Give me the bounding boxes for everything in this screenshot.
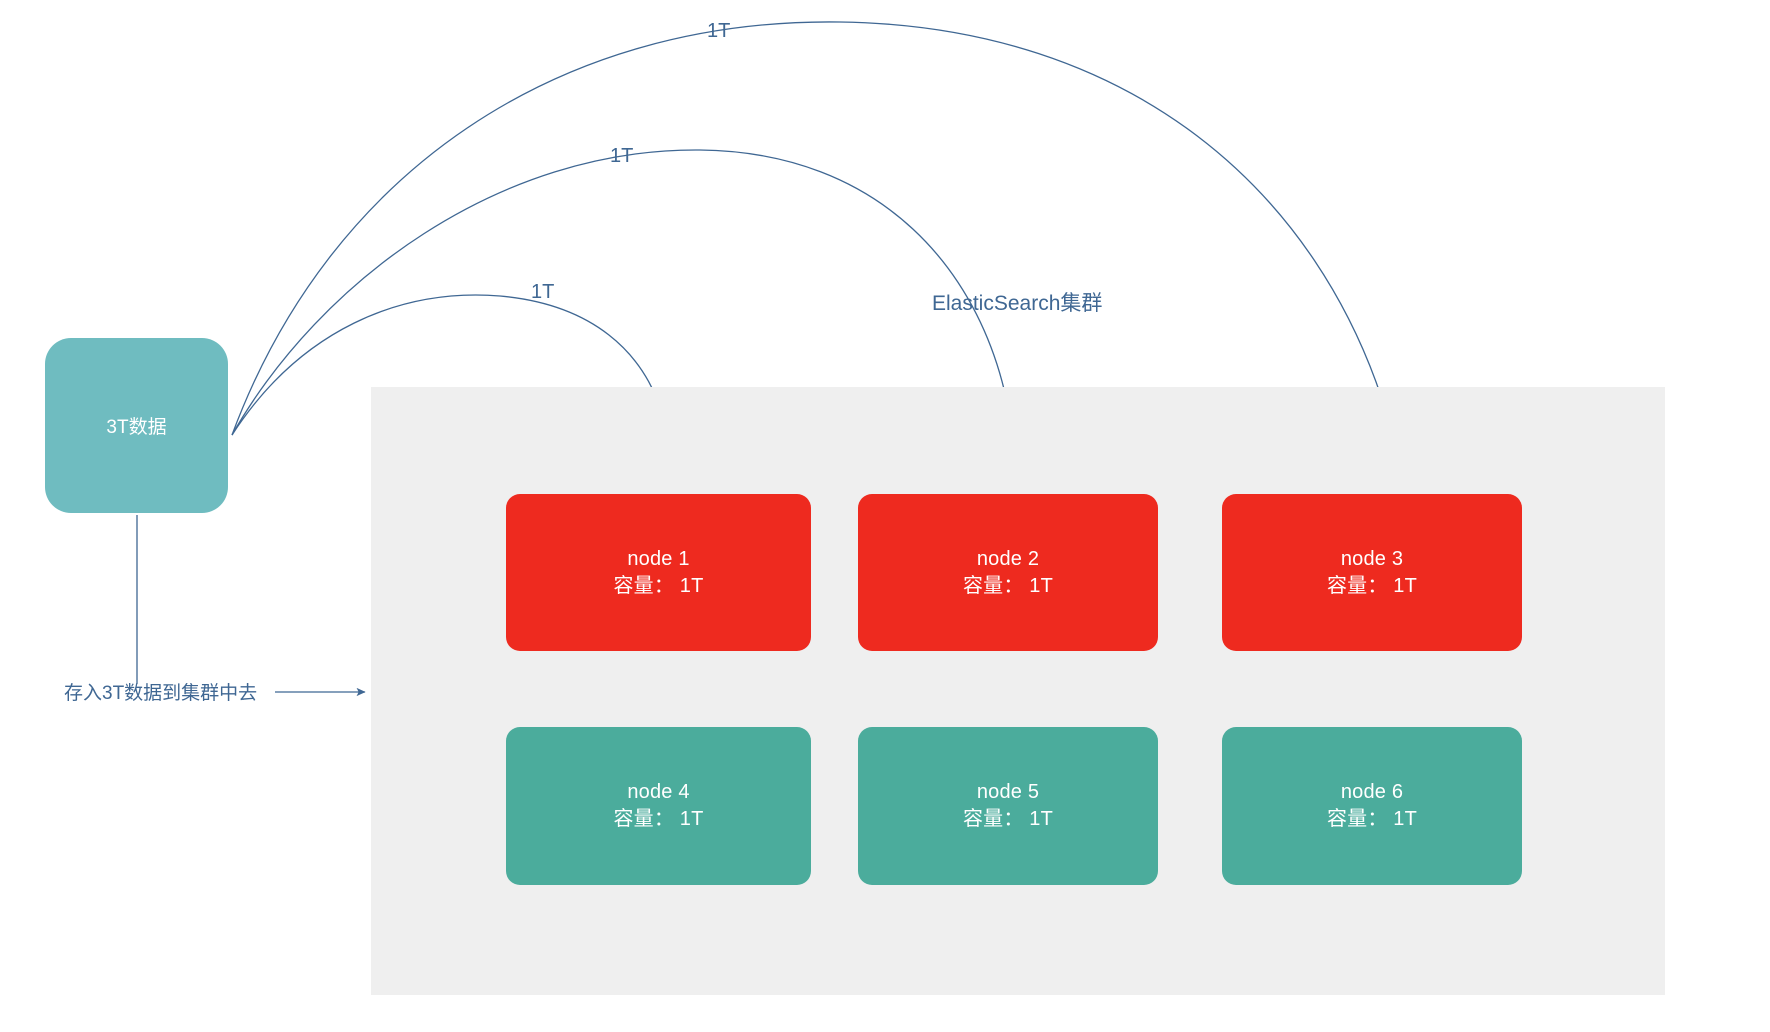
node-capacity: 容量： 1T [613,808,704,830]
node-capacity: 容量： 1T [1326,808,1418,830]
ingest-label: 存入3T数据到集群中去 [64,683,258,704]
source-data-label: 3T数据 [106,417,167,438]
edge-label-node1: 1T [531,281,555,303]
node-capacity: 容量： 1T [962,808,1054,830]
node-title: node 2 [976,547,1040,570]
node-title: node 4 [627,781,690,803]
edge-source-to-node3 [231,21,1390,436]
node-title: node 1 [627,547,690,570]
node-capacity: 容量： 1T [962,574,1054,597]
node-card-3[interactable]: node 3 容量： 1T [1222,494,1522,651]
edge-label-node3: 1T [707,20,731,42]
cluster-container [371,387,1665,995]
node-title: node 3 [1340,547,1404,570]
source-data-box: 3T数据 [45,338,228,513]
node-card-6[interactable]: node 6 容量： 1T [1222,727,1522,885]
node-card-5[interactable]: node 5 容量： 1T [858,727,1158,885]
node-title: node 6 [1340,781,1404,803]
edge-label-node2: 1T [610,145,634,167]
node-card-2[interactable]: node 2 容量： 1T [858,494,1158,651]
cluster-label: ElasticSearch集群 [932,292,1103,315]
node-title: node 5 [976,781,1040,803]
node-card-4[interactable]: node 4 容量： 1T [506,727,811,885]
node-capacity: 容量： 1T [1326,574,1418,597]
node-capacity: 容量： 1T [613,574,704,597]
node-card-1[interactable]: node 1 容量： 1T [506,494,811,651]
